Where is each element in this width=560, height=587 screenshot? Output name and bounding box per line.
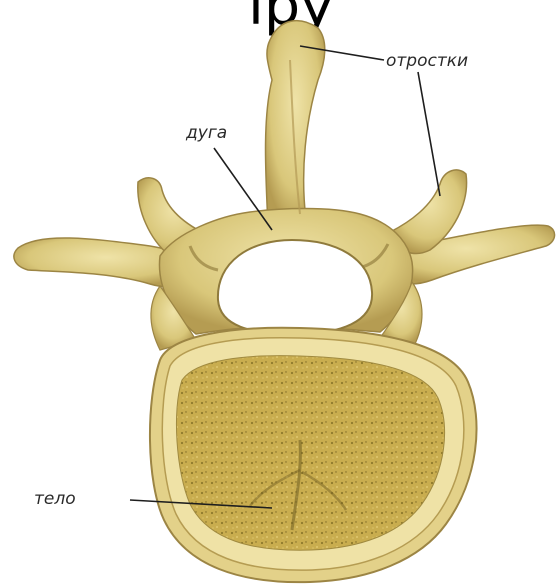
label-processes: отростки: [386, 51, 468, 71]
label-body: тело: [34, 489, 76, 509]
label-arch: дуга: [185, 123, 227, 143]
leader-processes-right: [418, 72, 440, 196]
vertebral-foramen: [218, 240, 372, 334]
vertebral-body: [150, 328, 477, 582]
